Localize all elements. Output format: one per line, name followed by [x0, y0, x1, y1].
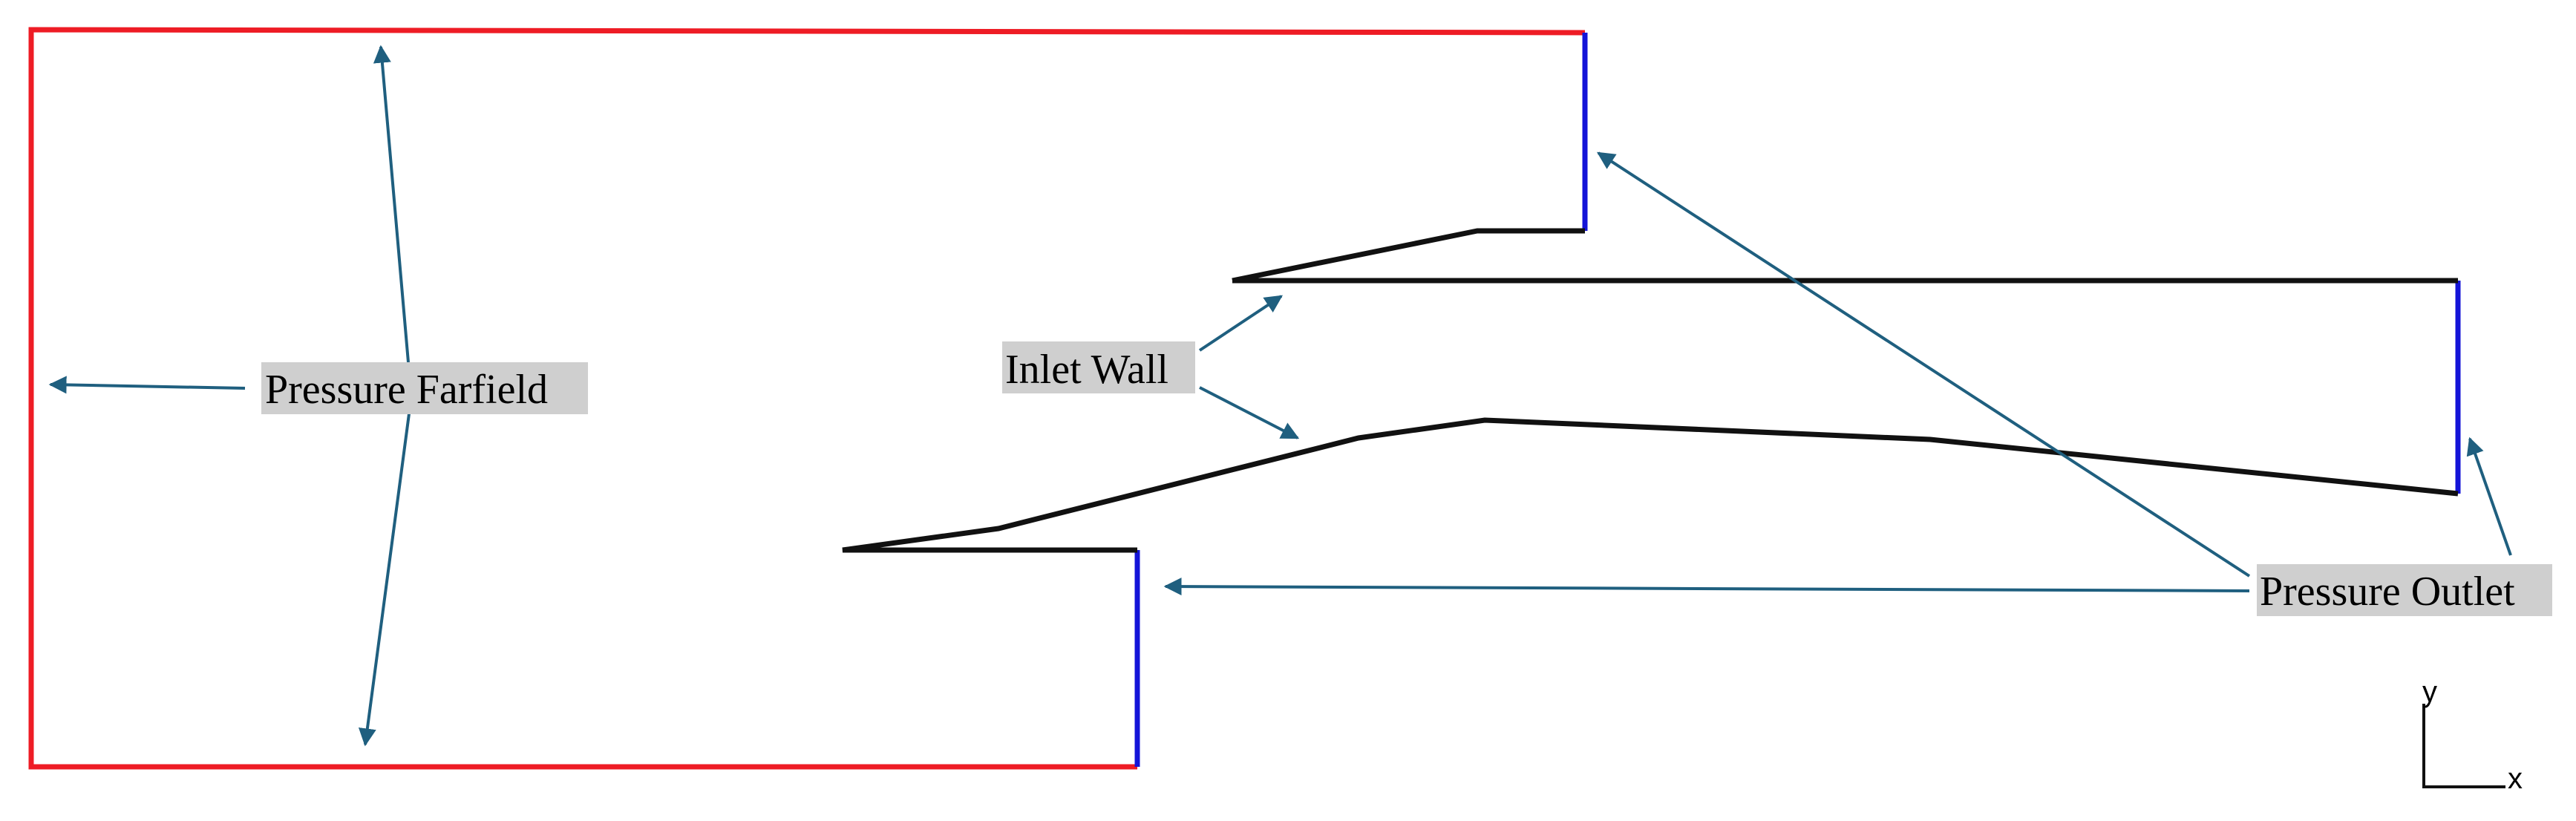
inlet-wall-label-bg — [1002, 341, 1195, 393]
axes-indicator: y x — [2422, 676, 2523, 795]
farfield-label-bg — [261, 362, 588, 414]
farfield-boundary — [28, 27, 1586, 770]
outlet-arrow-bottom — [1163, 578, 2250, 596]
inlet-lower-wall — [842, 417, 2459, 553]
farfield-arrow-up — [373, 45, 410, 363]
inlet-wall-arrow-upper — [1198, 295, 1283, 352]
axes-lines — [2422, 704, 2505, 788]
outlet-label-text: Pressure Outlet — [2260, 569, 2515, 615]
upper-outer-wall — [1232, 228, 1585, 284]
axis-x-label: x — [2508, 762, 2523, 795]
axis-y-label: y — [2422, 676, 2437, 708]
outlet-label: Pressure Outlet — [2257, 564, 2552, 616]
outlet-arrow-right — [2466, 436, 2512, 556]
farfield-label: Pressure Farfield — [261, 362, 588, 414]
outlet-label-bg — [2257, 564, 2552, 616]
inlet-wall-label-text: Inlet Wall — [1005, 347, 1168, 393]
inlet-wall-arrow-lower — [1199, 386, 1300, 439]
outlet-arrow-top — [1596, 151, 2251, 578]
farfield-arrow-left — [48, 376, 246, 394]
farfield-arrow-down — [358, 408, 411, 747]
inlet-wall-label: Inlet Wall — [1002, 341, 1195, 393]
farfield-label-text: Pressure Farfield — [265, 367, 548, 413]
